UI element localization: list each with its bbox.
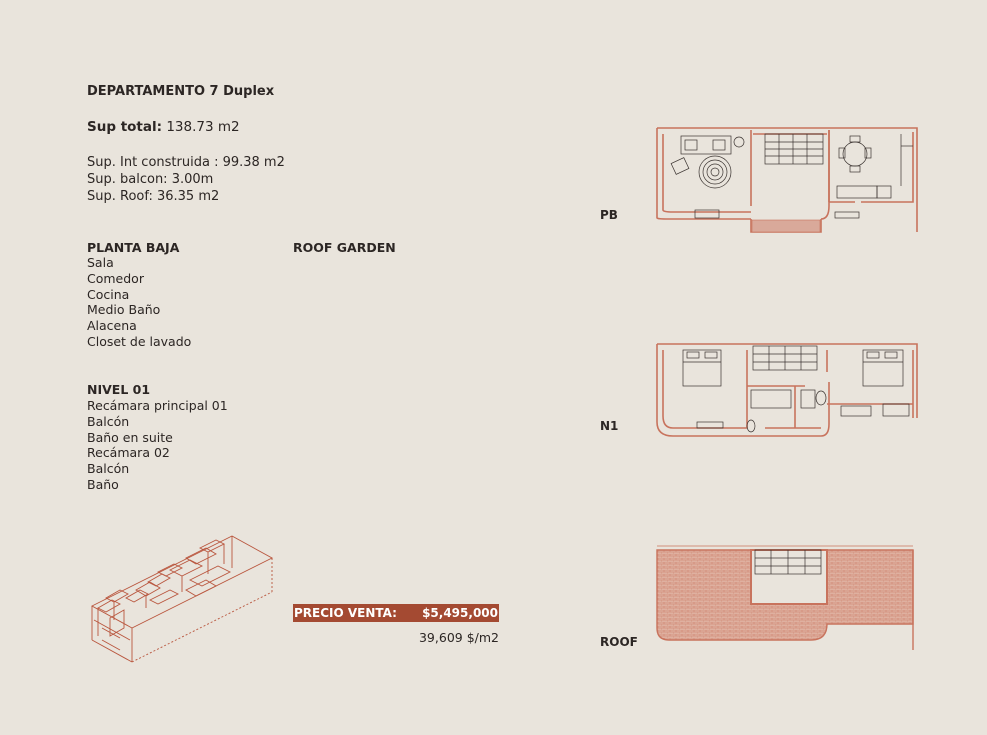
nivel-01-list: Recámara principal 01 Balcón Baño en sui… xyxy=(87,398,228,493)
floor-plan-n1 xyxy=(656,343,918,437)
list-item: Balcón xyxy=(87,413,130,429)
stair-core xyxy=(750,549,828,605)
isometric-drawing xyxy=(91,535,273,663)
roof-garden-heading: ROOF GARDEN xyxy=(293,240,396,255)
list-item: Recámara 02 xyxy=(87,445,170,461)
planta-baja-list: Sala Comedor Cocina Medio Baño Alacena C… xyxy=(87,255,191,350)
floor-plan-roof xyxy=(656,545,914,650)
list-item: Balcón xyxy=(87,461,130,477)
sup-total-label: Sup total: xyxy=(87,119,163,135)
plan-label-roof: ROOF xyxy=(600,635,638,649)
sup-roof-line: Sup. Roof: 36.35 m2 xyxy=(87,189,220,204)
list-item: Closet de lavado xyxy=(87,333,192,349)
list-item: Comedor xyxy=(87,270,144,286)
planta-baja-heading: PLANTA BAJA xyxy=(87,240,180,255)
list-item: Recámara principal 01 xyxy=(87,398,228,413)
price-label: PRECIO VENTA: xyxy=(294,606,397,620)
plan-label-pb: PB xyxy=(600,208,618,222)
list-item: Baño en suite xyxy=(87,429,173,445)
sup-total: Sup total: 138.73 m2 xyxy=(87,119,240,135)
list-item: Sala xyxy=(87,255,114,270)
sup-total-value: 138.73 m2 xyxy=(166,119,240,135)
nivel-01-heading: NIVEL 01 xyxy=(87,382,151,397)
list-item: Cocina xyxy=(87,286,130,302)
hatched-strip xyxy=(751,219,821,233)
sup-int-line: Sup. Int construida : 99.38 m2 xyxy=(87,155,285,170)
list-item: Alacena xyxy=(87,318,137,334)
document-title: DEPARTAMENTO 7 Duplex xyxy=(87,84,275,99)
list-item: Baño xyxy=(87,476,119,492)
price-value: $5,495,000 xyxy=(422,606,498,620)
floor-plan-pb xyxy=(656,127,918,233)
list-item: Medio Baño xyxy=(87,302,161,318)
price-bar: PRECIO VENTA: $5,495,000 xyxy=(293,604,499,622)
price-per-m2: 39,609 $/m2 xyxy=(418,630,499,645)
sup-balcon-line: Sup. balcon: 3.00m xyxy=(87,172,214,187)
plan-label-n1: N1 xyxy=(600,419,619,433)
